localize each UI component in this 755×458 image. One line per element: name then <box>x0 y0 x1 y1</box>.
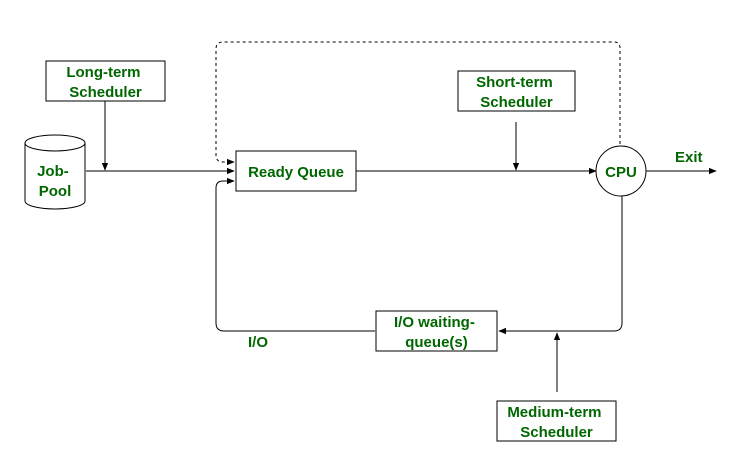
medium-term-scheduler-node: Medium-term Scheduler <box>496 400 617 442</box>
exit-label: Exit <box>675 149 703 166</box>
io-waiting-to-ready-queue-edge <box>215 177 375 332</box>
svg-text:Long-term Scheduler: Long-term Scheduler <box>66 64 144 101</box>
svg-text:I/O waiting- queue(s): I/O waiting- queue(s) <box>394 314 479 351</box>
long-term-line-1: Long-term <box>66 64 140 81</box>
dashed-feedback-edge <box>215 41 621 166</box>
svg-text:Medium-term Scheduler: Medium-term Scheduler <box>507 404 605 441</box>
io-waiting-queue-node: I/O waiting- queue(s) <box>375 310 498 352</box>
medium-term-line-1: Medium-term <box>507 404 601 421</box>
job-pool-node: Job- Pool <box>24 134 86 210</box>
cpu-node: CPU <box>595 145 647 197</box>
io-waiting-line-2: queue(s) <box>405 334 468 351</box>
long-term-line-2: Scheduler <box>69 84 142 101</box>
io-waiting-line-1: I/O waiting- <box>394 314 475 331</box>
ready-queue-node: Ready Queue <box>235 150 357 192</box>
job-pool-line-1: Job- <box>37 163 69 180</box>
long-term-scheduler-node: Long-term Scheduler <box>45 60 166 102</box>
svg-text:Job- Pool: Job- Pool <box>37 163 73 200</box>
ready-queue-label: Ready Queue <box>248 164 344 181</box>
io-label: I/O <box>248 334 268 351</box>
medium-term-line-2: Scheduler <box>520 424 593 441</box>
short-term-line-2: Scheduler <box>480 94 553 111</box>
svg-text:Short-term Scheduler: Short-term Scheduler <box>476 74 557 111</box>
short-term-line-1: Short-term <box>476 74 553 91</box>
short-term-scheduler-node: Short-term Scheduler <box>457 70 576 112</box>
cpu-label: CPU <box>605 164 637 181</box>
job-pool-line-2: Pool <box>39 183 72 200</box>
cpu-to-io-waiting-edge <box>498 196 623 335</box>
